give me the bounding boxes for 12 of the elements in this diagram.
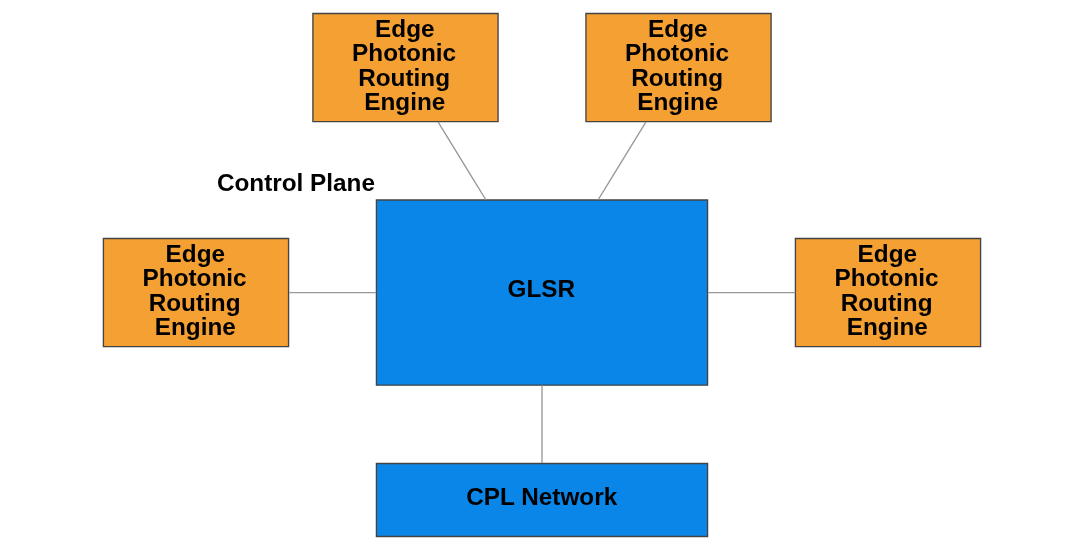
connector xyxy=(707,291,796,294)
node-box: Edge Photonic Routing Engine xyxy=(102,237,290,348)
node-box: Edge Photonic Routing Engine xyxy=(794,237,982,348)
connector xyxy=(597,121,647,201)
connector xyxy=(288,291,377,294)
node-label: Control Plane xyxy=(216,169,375,197)
node-box: CPL Network xyxy=(375,462,709,538)
connector xyxy=(541,384,543,464)
node-box: Edge Photonic Routing Engine xyxy=(585,12,772,123)
node-box: Edge Photonic Routing Engine xyxy=(312,12,499,123)
node-box: GLSR xyxy=(375,199,709,386)
connector xyxy=(437,121,487,201)
